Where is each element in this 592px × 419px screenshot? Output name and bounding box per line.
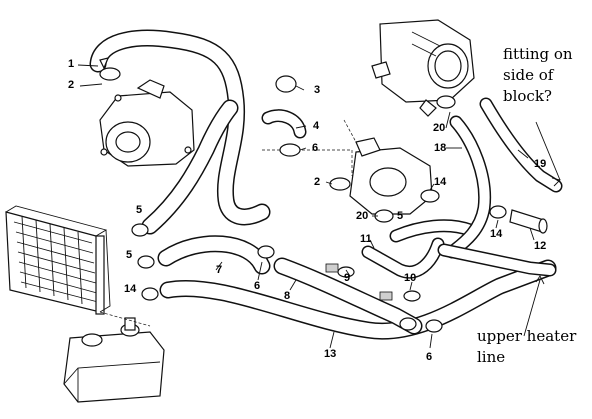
callout-7: 7 bbox=[216, 264, 223, 276]
annotation-fitting-line2: side of bbox=[503, 66, 554, 84]
hose-4 bbox=[261, 109, 307, 139]
hose-14-20 bbox=[389, 219, 477, 243]
hose-11 bbox=[361, 237, 445, 279]
hose-clamps bbox=[99, 57, 507, 333]
heater-pipe bbox=[437, 243, 557, 277]
annotation-upper-heater-line: upper heater line bbox=[477, 326, 576, 368]
callout-leaders bbox=[77, 64, 561, 349]
callout-5-upper: 5 bbox=[136, 204, 143, 216]
callout-14-right: 14 bbox=[490, 228, 503, 240]
hose-7 bbox=[157, 235, 271, 275]
callout-8: 8 bbox=[284, 290, 291, 302]
hose-19 bbox=[479, 97, 563, 193]
callout-20-lower: 20 bbox=[356, 210, 369, 222]
callout-12: 12 bbox=[534, 240, 547, 252]
callout-10: 10 bbox=[404, 272, 417, 284]
annotation-heater-line2: line bbox=[477, 348, 506, 366]
annotation-fitting-line3: block? bbox=[503, 87, 552, 105]
pipe-12 bbox=[509, 209, 548, 234]
annotation-heater-line1: upper heater bbox=[477, 327, 577, 345]
callout-1: 1 bbox=[68, 58, 75, 70]
hose-1 bbox=[89, 29, 271, 226]
callout-6-middle: 6 bbox=[254, 280, 261, 292]
callout-5-center: 5 bbox=[397, 210, 404, 222]
callout-9: 9 bbox=[344, 272, 351, 284]
expansion-tank bbox=[63, 311, 165, 403]
callout-14-upper: 14 bbox=[434, 176, 447, 188]
annotation-fitting-line1: fitting on bbox=[503, 45, 573, 63]
hose-13 bbox=[159, 259, 557, 340]
throttle-body bbox=[371, 19, 475, 117]
callout-6: 6 bbox=[312, 142, 319, 154]
callout-2-lower: 2 bbox=[314, 176, 321, 188]
callout-6-bottom: 6 bbox=[426, 351, 433, 363]
callout-20: 20 bbox=[433, 122, 446, 134]
radiator bbox=[5, 205, 111, 315]
upper-radiator-hose bbox=[141, 99, 239, 235]
hose-18 bbox=[445, 115, 492, 259]
callout-19: 19 bbox=[534, 158, 547, 170]
annotation-fitting: fitting on side of block? bbox=[503, 44, 573, 107]
callout-11: 11 bbox=[360, 233, 372, 245]
hose-8 bbox=[273, 257, 423, 335]
callout-2: 2 bbox=[68, 79, 75, 91]
callout-3: 3 bbox=[314, 84, 321, 96]
callout-5-lower: 5 bbox=[126, 249, 133, 261]
thermostat-housing bbox=[262, 119, 433, 215]
water-pump bbox=[99, 79, 195, 167]
callout-13: 13 bbox=[324, 348, 337, 360]
callout-14-left: 14 bbox=[124, 283, 137, 295]
callout-4: 4 bbox=[313, 120, 320, 132]
callout-18: 18 bbox=[434, 142, 447, 154]
